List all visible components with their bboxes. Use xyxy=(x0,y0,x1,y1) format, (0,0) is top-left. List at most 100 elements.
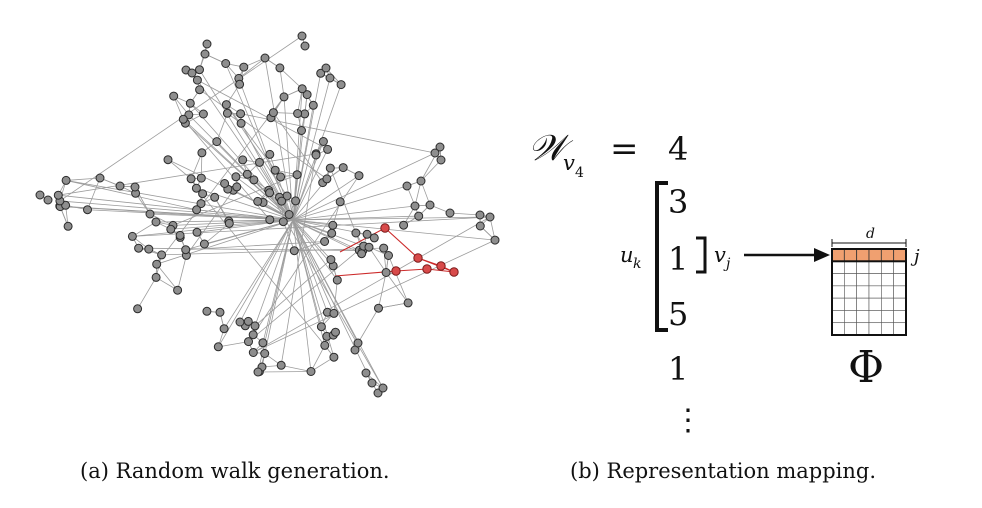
graph-node xyxy=(320,340,330,350)
graph-node xyxy=(297,31,307,41)
graph-node xyxy=(242,169,252,179)
row-label: j xyxy=(910,246,920,267)
graph-edge xyxy=(253,216,491,353)
graph-node xyxy=(402,181,412,191)
graph-node xyxy=(232,182,242,192)
graph-node xyxy=(268,108,278,118)
matrix-cell xyxy=(868,297,882,311)
graph-edge xyxy=(292,205,416,221)
graph-edge xyxy=(248,245,364,342)
seq-item-2: 1 xyxy=(668,240,688,278)
graph-edge xyxy=(254,219,294,327)
walk-node xyxy=(436,261,446,271)
seq-ellipsis: ⋮ xyxy=(673,403,703,438)
graph-edge xyxy=(132,221,157,237)
graph-node xyxy=(151,272,161,282)
graph-edge xyxy=(196,219,294,233)
graph-node xyxy=(278,217,288,227)
target-label-sub: j xyxy=(723,256,731,272)
graph-edge xyxy=(279,67,285,97)
equals-sign: = xyxy=(610,129,639,169)
graph-node xyxy=(222,108,232,118)
graph-node xyxy=(235,79,245,89)
walk-edge xyxy=(339,227,386,253)
graph-edge xyxy=(292,219,335,314)
graph-edge xyxy=(199,89,328,180)
walk-edge xyxy=(384,227,419,259)
graph-node xyxy=(328,220,338,230)
graph-node xyxy=(425,200,435,210)
graph-node xyxy=(475,210,485,220)
graph-node xyxy=(224,218,234,228)
graph-edge xyxy=(190,152,203,179)
graph-edge xyxy=(226,104,276,171)
graph-node xyxy=(414,211,424,221)
walk-edge xyxy=(417,257,455,273)
matrix-cell xyxy=(856,322,870,336)
graph-node xyxy=(284,210,294,219)
graph-edge xyxy=(196,209,294,221)
matrix-cell xyxy=(893,260,907,274)
matrix-cell xyxy=(893,297,907,311)
matrix-cell xyxy=(893,322,907,336)
matrix-cell xyxy=(893,273,907,287)
graph-node xyxy=(195,85,205,95)
graph-node xyxy=(378,383,388,393)
dim-label: d xyxy=(866,226,875,242)
graph-node xyxy=(265,215,275,225)
matrix-cell xyxy=(881,285,894,299)
graph-node xyxy=(239,62,249,72)
graph-edge xyxy=(239,219,294,323)
graph-node xyxy=(145,209,155,219)
graph-node xyxy=(364,242,374,252)
graph-node xyxy=(270,165,280,175)
graph-edge xyxy=(257,219,294,373)
graph-node xyxy=(166,224,176,234)
graph-edge xyxy=(218,341,249,348)
walk-node xyxy=(449,267,459,277)
graph-edge xyxy=(273,112,324,183)
walk-definition: 𝒲 v 4 = xyxy=(528,128,639,181)
graph-node xyxy=(202,39,212,49)
graph-node xyxy=(475,221,485,231)
graph-node xyxy=(235,317,245,327)
graph-node xyxy=(416,176,426,186)
graph-node xyxy=(53,190,63,200)
graph-node xyxy=(152,259,162,269)
highlighted-cell xyxy=(831,248,845,262)
walk-node xyxy=(413,253,423,263)
graph-node xyxy=(329,308,339,318)
graph-edge xyxy=(132,219,294,237)
target-label: v xyxy=(714,243,726,267)
graph-node xyxy=(238,155,248,165)
graph-edge xyxy=(333,280,338,314)
graph-node xyxy=(351,228,361,238)
matrix-cell xyxy=(844,322,857,336)
matrix-cell xyxy=(831,273,845,287)
graph-node xyxy=(253,196,263,206)
graph-node xyxy=(289,246,299,256)
graph-node xyxy=(362,229,372,239)
graph-edge xyxy=(292,152,436,221)
graph-node xyxy=(221,59,231,68)
graph-node xyxy=(220,179,230,188)
window-label: u xyxy=(620,243,634,267)
matrix-cell xyxy=(831,297,845,311)
graph-edge xyxy=(66,177,101,181)
walk-node xyxy=(380,223,390,233)
graph-node xyxy=(175,230,185,240)
window-bracket xyxy=(655,181,668,332)
graph-node xyxy=(279,92,289,102)
graph-node xyxy=(293,109,303,118)
matrix-cell xyxy=(868,285,882,299)
graph-edge xyxy=(167,159,192,180)
highlighted-row-border xyxy=(831,248,907,263)
graph-node xyxy=(275,63,285,73)
graph-node xyxy=(430,148,440,158)
graph-node xyxy=(255,157,264,167)
graph-node xyxy=(181,245,191,255)
graph-edge xyxy=(292,175,360,221)
graph-edge xyxy=(59,200,294,221)
matrix-cell xyxy=(868,273,882,287)
